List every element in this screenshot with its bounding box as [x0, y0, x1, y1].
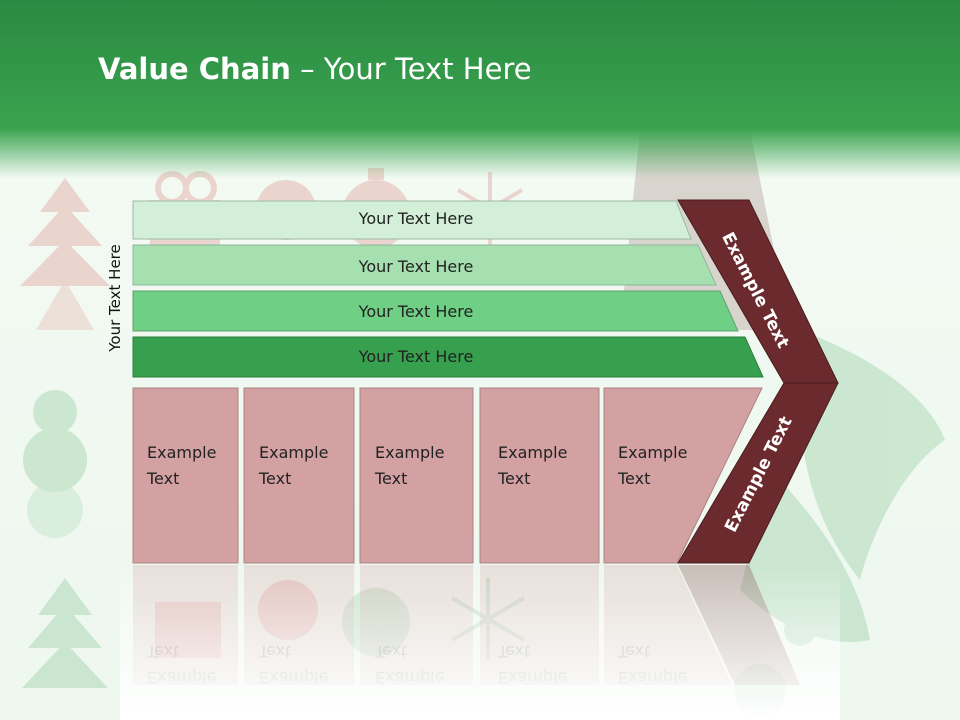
- primary-box: Example Text: [243, 387, 355, 564]
- primary-box-label-line2: Text: [258, 469, 291, 488]
- primary-box-shape: [359, 387, 474, 564]
- primary-box-label-line2: Text: [374, 469, 407, 488]
- primary-box-label-line1: Example: [375, 443, 444, 462]
- primary-box-shape: [603, 387, 763, 564]
- support-bar-shape: [132, 244, 717, 286]
- support-activities-side-label: Your Text Here: [103, 244, 127, 351]
- slide-title-bold: Value Chain: [98, 52, 291, 86]
- support-activity-bars: Your Text Here Your Text Here Your Text …: [132, 200, 764, 378]
- side-label-text: Your Text Here: [106, 244, 124, 352]
- support-bar-label: Your Text Here: [358, 209, 474, 228]
- primary-activity-boxes: Example Text Example Text Example Text E…: [132, 387, 763, 564]
- primary-box-shape: [479, 387, 600, 564]
- primary-box-label-line2: Text: [617, 469, 650, 488]
- primary-box-label-line2: Text: [146, 469, 179, 488]
- primary-box-label-line1: Example: [618, 443, 687, 462]
- support-bar-label: Your Text Here: [358, 257, 474, 276]
- primary-box: Example Text: [359, 387, 474, 564]
- support-bar: Your Text Here: [132, 290, 739, 332]
- support-bar-shape: [132, 336, 764, 378]
- primary-box: Example Text: [132, 387, 239, 564]
- primary-box-label-line1: Example: [259, 443, 328, 462]
- primary-box-label-line2: Text: [497, 469, 530, 488]
- support-bar: Your Text Here: [132, 244, 717, 286]
- support-bar-label: Your Text Here: [358, 302, 474, 321]
- primary-box: Example Text: [603, 387, 763, 564]
- support-bar-shape: [132, 200, 692, 240]
- primary-box-shape: [132, 387, 239, 564]
- tree-icon: [20, 178, 110, 330]
- slide-title: Value Chain – Your Text Here: [98, 52, 532, 86]
- primary-box-label-line1: Example: [498, 443, 567, 462]
- header-band: [0, 0, 960, 178]
- tree-icon: [22, 578, 108, 688]
- slide-title-rest: – Your Text Here: [290, 52, 532, 86]
- chevron-lower-arm: [677, 382, 839, 564]
- reflection-fade: [120, 565, 840, 720]
- snowman-icon: [23, 390, 87, 538]
- primary-box: Example Text: [479, 387, 600, 564]
- support-bar-label: Your Text Here: [358, 347, 474, 366]
- primary-box-label-line1: Example: [147, 443, 216, 462]
- support-bar: Your Text Here: [132, 336, 764, 378]
- primary-box-shape: [243, 387, 355, 564]
- support-bar: Your Text Here: [132, 200, 692, 240]
- support-bar-shape: [132, 290, 739, 332]
